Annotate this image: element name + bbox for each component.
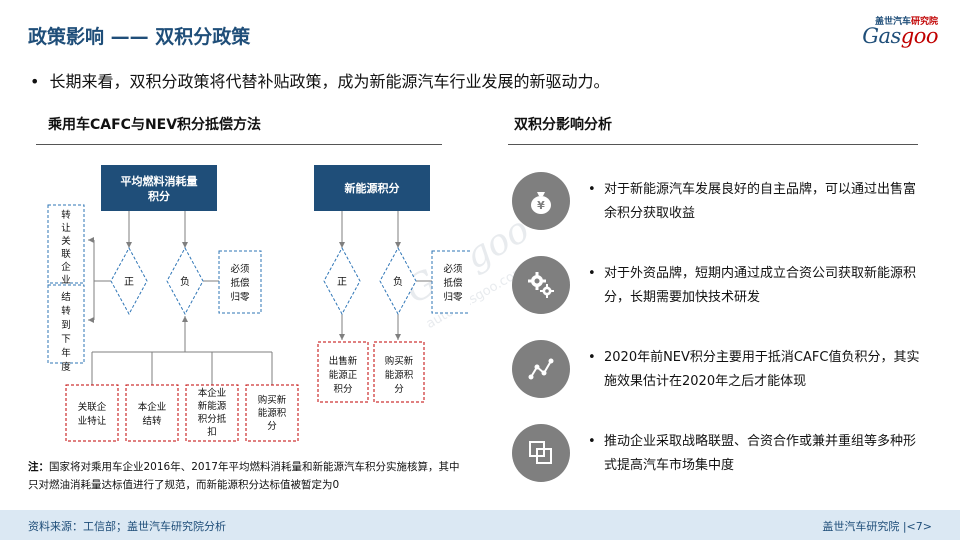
logo-word-right: goo [900,24,939,48]
main-bullet-text: 长期来看，双积分政策将代替补贴政策，成为新能源汽车行业发展的新驱动力。 [49,72,610,91]
left-section-divider [36,144,442,145]
source-text: 资料来源：工信部；盖世汽车研究院分析 [28,520,226,533]
right-section-divider [508,144,918,145]
svg-text:本企业: 本企业 [138,401,167,413]
own-carryover-box [125,384,179,442]
svg-text:下: 下 [61,334,71,345]
impact-item-3: • 2020年前NEV积分主要用于抵消CAFC值负积分，其实施效果估计在2020… [512,340,932,402]
svg-text:¥: ¥ [537,199,545,212]
note-text: 国家将对乘用车企业2016年、2017年平均燃料消耗量和新能源汽车积分实施核算，… [28,461,460,491]
svg-text:能源积: 能源积 [385,369,414,381]
fuel-neg-label: 负 [180,275,190,288]
buy-nev-box [373,341,425,403]
sell-nev-positive-box [317,341,369,403]
svg-text:积分: 积分 [333,383,353,395]
item-3-bullet: • [588,350,596,365]
logo-top-blue: 盖世汽车 [874,17,911,27]
svg-text:新能源: 新能源 [198,400,227,412]
logo-word-left: Gas [862,24,901,48]
svg-text:年: 年 [61,347,71,359]
svg-text:抵偿: 抵偿 [230,277,250,289]
overlap-squares-icon [512,424,570,482]
nev-neg-label: 负 [393,275,403,288]
svg-text:度: 度 [61,361,71,373]
fuel-negative-diamond [166,246,204,316]
svg-text:企: 企 [61,261,71,273]
item-1-text: 对于新能源汽车发展良好的自主品牌，可以通过出售富余积分获取收益 [604,182,917,221]
svg-text:分: 分 [394,384,404,395]
svg-text:购买新: 购买新 [258,394,287,406]
trend-line-icon [512,340,570,398]
svg-text:必须: 必须 [443,263,463,275]
cafc-nev-flow-diagram: 平均燃料消耗量 积分 新能源积分 正 负 正 负 [47,165,470,442]
own-nev-offset-box [185,384,239,442]
nev-box-label: 新能源积分 [345,181,400,195]
svg-text:归零: 归零 [230,291,250,303]
impact-item-2: • 对于外资品牌，短期内通过成立合资公司获取新能源积分，长期需要加快技术研发 [512,256,932,318]
item-2-text: 对于外资品牌，短期内通过成立合资公司获取新能源积分，长期需要加快技术研发 [604,266,917,305]
transfer-affiliate-box [47,204,85,284]
left-section-title: 乘用车CAFC与NEV积分抵偿方法 [48,117,262,133]
svg-text:业特让: 业特让 [78,415,107,427]
item-2-bullet: • [588,266,596,281]
svg-text:转: 转 [61,209,71,221]
logo-top-red: 研究院 [910,17,938,27]
nev-credit-box [314,165,430,211]
fuel-box-line2: 积分 [148,189,170,203]
item-1-bullet: • [588,182,596,197]
must-offset-box-nev [431,250,470,314]
logo-top-text: 盖世汽车研究院 [875,14,938,27]
nev-positive-diamond [323,246,361,316]
svg-text:能源正: 能源正 [329,369,358,381]
carry-over-box [47,284,85,364]
svg-text:到: 到 [61,319,71,331]
svg-text:购买新: 购买新 [385,355,414,367]
fuel-pos-label: 正 [124,277,134,288]
footnote: 注：国家将对乘用车企业2016年、2017年平均燃料消耗量和新能源汽车积分实施核… [28,458,468,494]
logo-word: Gasgoo [862,24,938,48]
item-3-text: 2020年前NEV积分主要用于抵消CAFC值负积分，其实施效果估计在2020年之… [604,350,920,389]
svg-text:结转: 结转 [142,415,162,427]
fuel-box-line1: 平均燃料消耗量 [121,174,198,188]
money-bag-icon: ¥ [512,172,570,230]
svg-text:分: 分 [267,421,277,432]
bullet-dot-icon: • [30,72,40,91]
item-4-text: 推动企业采取战略联盟、合资合作或兼并重组等多种形式提高汽车市场集中度 [604,434,917,473]
svg-text:抵偿: 抵偿 [443,277,463,289]
page-title: 政策影响 —— 双积分政策 [28,26,251,48]
fuel-positive-diamond [110,246,148,316]
buy-nev-credit-box [245,384,299,442]
item-4-bullet: • [588,434,596,449]
svg-text:业: 业 [61,275,71,286]
page-number: 盖世汽车研究院 |<7> [822,520,932,533]
svg-text:积分抵: 积分抵 [198,413,227,425]
nev-negative-diamond [379,246,417,316]
affiliate-transfer-box [65,384,119,442]
svg-text:关: 关 [61,235,71,247]
impact-item-1: ¥ • 对于新能源汽车发展良好的自主品牌，可以通过出售富余积分获取收益 [512,172,932,234]
main-bullet: • 长期来看，双积分政策将代替补贴政策，成为新能源汽车行业发展的新驱动力。 [30,68,609,92]
note-label: 注： [28,461,49,473]
svg-text:必须: 必须 [230,263,250,275]
svg-text:让: 让 [61,223,71,234]
right-section-title: 双积分影响分析 [514,117,612,133]
svg-text:扣: 扣 [207,426,217,438]
gears-icon [512,256,570,314]
nev-pos-label: 正 [337,277,347,288]
svg-text:归零: 归零 [443,291,463,303]
svg-text:转: 转 [61,305,71,317]
gasgoo-logo: 盖世汽车研究院 Gasgoo [838,14,938,50]
footer-bar: 资料来源：工信部；盖世汽车研究院分析 盖世汽车研究院 |<7> [0,510,960,540]
svg-text:能源积: 能源积 [258,407,287,419]
must-offset-box-fuel [218,250,262,314]
svg-text:关联企: 关联企 [78,401,107,413]
fuel-consumption-box [101,165,217,211]
impact-item-4: • 推动企业采取战略联盟、合资合作或兼并重组等多种形式提高汽车市场集中度 [512,424,932,486]
svg-text:结: 结 [61,291,71,303]
svg-text:本企业: 本企业 [198,387,227,399]
svg-text:出售新: 出售新 [329,355,358,367]
svg-text:联: 联 [61,249,71,260]
